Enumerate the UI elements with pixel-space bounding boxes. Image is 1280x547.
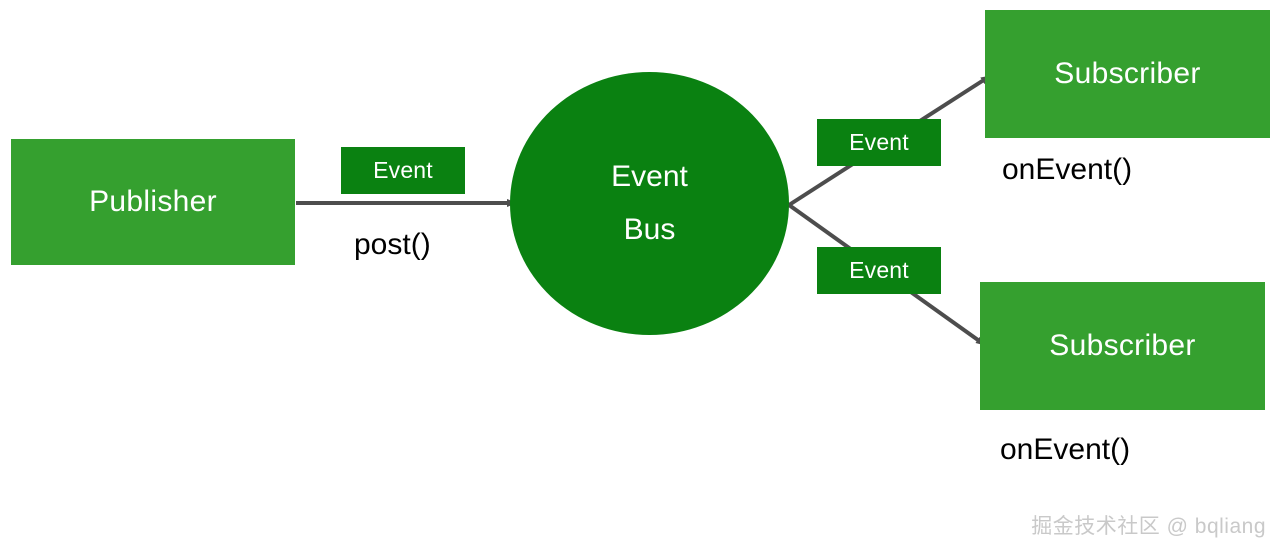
edge-tag-event-top[interactable]: Event (817, 119, 941, 166)
edge-label-on-event-top: onEvent() (1002, 153, 1133, 186)
edge-label-post: post() (354, 228, 431, 261)
watermark: 掘金技术社区 @ bqliang (1031, 515, 1266, 538)
node-event-bus-label-line2: Bus (623, 212, 676, 246)
node-subscriber-top-label: Subscriber (1054, 57, 1201, 90)
node-event-bus[interactable]: Event Bus (510, 72, 789, 335)
node-subscriber-bottom[interactable]: Subscriber (980, 282, 1265, 410)
edge-tag-event-post-label: Event (373, 157, 433, 183)
node-subscriber-top[interactable]: Subscriber (985, 10, 1270, 138)
node-publisher-label: Publisher (89, 185, 217, 218)
edge-tag-event-post[interactable]: Event (341, 147, 465, 194)
edge-label-on-event-bottom: onEvent() (1000, 433, 1131, 466)
node-publisher[interactable]: Publisher (11, 139, 295, 265)
node-subscriber-bottom-label: Subscriber (1049, 329, 1196, 362)
edge-tag-event-top-label: Event (849, 129, 909, 155)
edge-tag-event-bottom-label: Event (849, 257, 909, 283)
node-event-bus-label-line1: Event (611, 160, 688, 193)
edge-tag-event-bottom[interactable]: Event (817, 247, 941, 294)
